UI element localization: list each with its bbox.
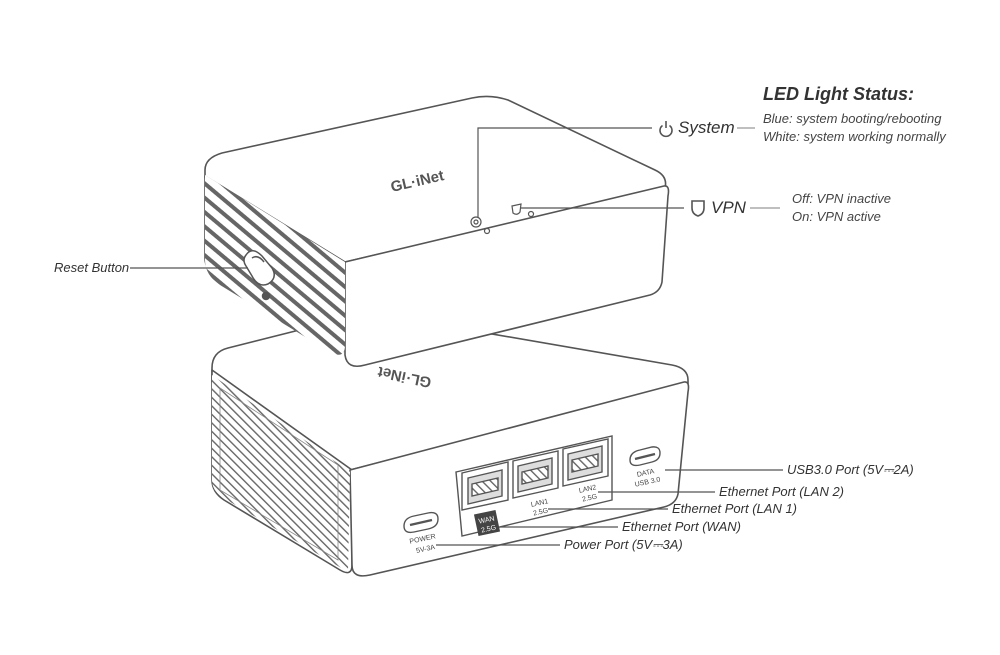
vpn-led xyxy=(511,203,535,218)
shield-icon xyxy=(691,200,705,217)
top-router-front-face xyxy=(344,185,670,368)
usb-port xyxy=(629,446,661,467)
lan2-mark-1: LAN2 xyxy=(578,484,597,495)
lan2-port xyxy=(562,438,609,487)
lan1-port xyxy=(512,450,559,499)
wan-mark-2: 2.5G xyxy=(481,525,497,535)
wan-mark-1: WAN xyxy=(478,515,495,525)
lan1-port-label: Ethernet Port (LAN 1) xyxy=(672,501,797,516)
system-led-desc-2: White: system working normally xyxy=(763,129,946,144)
vpn-led-label: VPN xyxy=(711,198,746,217)
wan-port-label: Ethernet Port (WAN) xyxy=(622,519,741,534)
led-status-title: LED Light Status: xyxy=(763,84,914,104)
usb-port-label: USB3.0 Port (5V⎓2A) xyxy=(787,462,914,477)
lan2-port-label: Ethernet Port (LAN 2) xyxy=(719,484,844,499)
lan2-mark-2: 2.5G xyxy=(582,494,598,504)
wan-badge xyxy=(473,509,501,537)
callout-lines xyxy=(130,127,783,546)
lan1-mark-2: 2.5G xyxy=(533,508,549,518)
power-symbol-icon xyxy=(659,121,673,138)
usb-mark-1: DATA xyxy=(636,468,655,479)
lan1-mark-1: LAN1 xyxy=(530,498,549,509)
ethernet-port-block xyxy=(455,435,613,537)
power-port xyxy=(403,511,439,534)
vpn-led-desc-2: On: VPN active xyxy=(792,209,881,224)
wan-port xyxy=(461,461,509,511)
top-router-top-face xyxy=(204,95,667,263)
reset-button xyxy=(243,250,275,301)
system-led-label: System xyxy=(678,118,735,137)
system-led xyxy=(470,216,491,235)
power-mark-2: 5V-3A xyxy=(416,544,436,555)
power-port-label: Power Port (5V⎓3A) xyxy=(564,537,683,552)
reset-button-label: Reset Button xyxy=(54,260,130,275)
vpn-led-desc-1: Off: VPN inactive xyxy=(792,191,891,206)
system-led-desc-1: Blue: system booting/rebooting xyxy=(763,111,942,126)
